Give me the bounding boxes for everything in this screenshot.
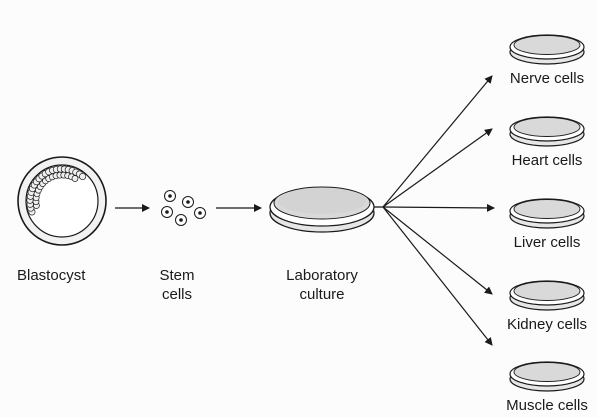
blastocyst-label: Blastocyst: [17, 266, 85, 285]
differentiation-arrows: [374, 76, 494, 345]
liver-cells-label: Liver cells: [497, 233, 597, 252]
stem-cell: [195, 208, 206, 219]
arrow-to-nerve-cells: [383, 76, 492, 207]
muscle-cells-dish: [510, 362, 584, 391]
kidney-cells-dish: [510, 281, 584, 310]
stem-cell: [176, 215, 187, 226]
stem-cells-label-line2: cells: [152, 285, 202, 304]
stem-cells-drawing: [162, 191, 206, 226]
laboratory-culture-label-line2: culture: [272, 285, 372, 304]
arrow-to-liver-cells: [383, 207, 494, 208]
arrow-to-muscle-cells: [383, 207, 492, 345]
cell-type-dishes: [510, 35, 584, 391]
stem-cell: [162, 207, 173, 218]
blastocyst-cell: [79, 173, 85, 179]
stem-cells-label-line1: Stem: [152, 266, 202, 285]
laboratory-culture-label-line1: Laboratory: [272, 266, 372, 285]
stem-cell: [183, 197, 194, 208]
blastocyst-drawing: [18, 157, 106, 245]
heart-cells-dish: [510, 117, 584, 146]
laboratory-culture-label: Laboratory culture: [272, 266, 372, 304]
heart-cells-label: Heart cells: [497, 151, 597, 170]
liver-cells-dish: [510, 199, 584, 228]
blastocyst-cell: [72, 176, 78, 182]
stem-cell: [165, 191, 176, 202]
arrow-to-kidney-cells: [383, 207, 492, 294]
muscle-cells-label: Muscle cells: [497, 396, 597, 415]
nerve-cells-label: Nerve cells: [497, 69, 597, 88]
laboratory-dish-drawing: [270, 187, 374, 232]
nerve-cells-dish: [510, 35, 584, 64]
kidney-cells-label: Kidney cells: [497, 315, 597, 334]
stem-cells-label: Stem cells: [152, 266, 202, 304]
